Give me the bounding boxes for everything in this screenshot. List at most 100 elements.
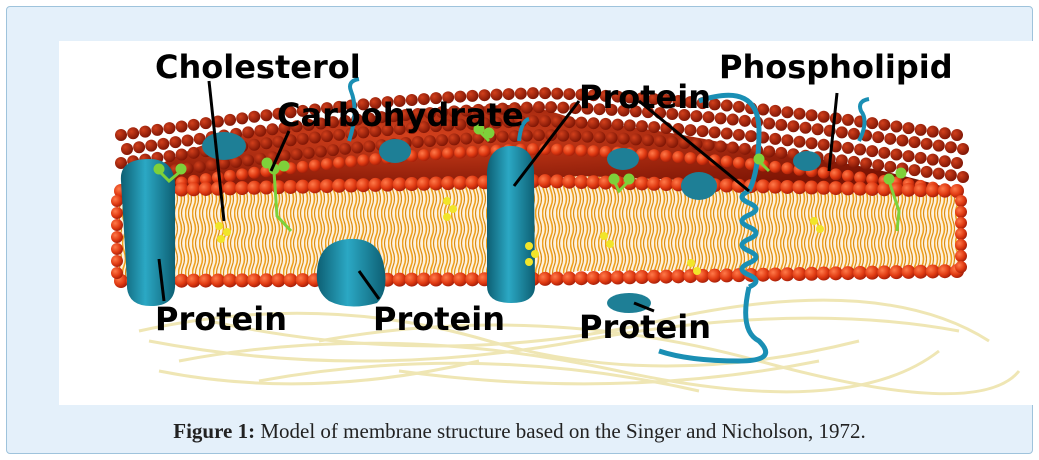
phospholipid-head: [187, 274, 201, 288]
phospholipid-head: [538, 174, 552, 188]
phospholipid-head: [259, 181, 273, 195]
phospholipid-head: [841, 266, 855, 280]
phospholipid-head: [630, 133, 642, 145]
phospholipid-head: [703, 139, 715, 151]
phospholipid-head: [211, 274, 225, 288]
phospholipid-head: [884, 161, 896, 173]
phospholipid-head: [805, 181, 819, 195]
phospholipid-head: [111, 267, 123, 279]
phospholipid-head: [562, 271, 576, 285]
phospholipid-head: [381, 178, 395, 192]
phospholipid-head: [648, 121, 660, 133]
phospholipid-head: [793, 108, 805, 120]
phospholipid-head: [654, 135, 666, 147]
phospholipid-head: [636, 120, 648, 132]
phospholipid-head: [211, 182, 225, 196]
label-protein-right: Protein: [579, 311, 711, 343]
phospholipid-head: [223, 273, 237, 287]
phospholipid-head: [745, 130, 757, 142]
phospholipid-head: [454, 147, 466, 159]
phospholipid-head: [242, 126, 254, 138]
phospholipid-head: [848, 156, 860, 168]
phospholipid-head: [356, 178, 370, 192]
caption-prefix: Figure 1:: [173, 419, 255, 443]
caption-text: Model of membrane structure based on the…: [255, 419, 866, 443]
phospholipid-head: [557, 102, 569, 114]
phospholipid-head: [865, 182, 879, 196]
phospholipid-head: [684, 124, 696, 136]
phospholipid-head: [896, 134, 908, 146]
phospholipid-head: [199, 182, 213, 196]
phospholipid-head: [708, 269, 722, 283]
phospholipid-head: [768, 180, 782, 194]
phospholipid-head: [909, 136, 921, 148]
phospholipid-head: [927, 126, 939, 138]
phospholipid-head: [465, 176, 479, 190]
phospholipid-head: [111, 207, 123, 219]
phospholipid-head: [581, 131, 593, 143]
phospholipid-head: [666, 136, 678, 148]
phospholipid-head: [781, 162, 793, 174]
phospholipid-head: [296, 180, 310, 194]
phospholipid-head: [939, 155, 951, 167]
phospholipid-head: [955, 250, 967, 262]
phospholipid-head: [533, 101, 545, 113]
phospholipid-head: [315, 145, 327, 157]
phospholipid-head: [721, 128, 733, 140]
phospholipid-head: [642, 134, 654, 146]
phospholipid-head: [951, 157, 963, 169]
phospholipid-head: [111, 255, 123, 267]
phospholipid-head: [550, 272, 564, 286]
phospholipid-head: [587, 175, 601, 189]
phospholipid-head: [418, 149, 430, 161]
phospholipid-head: [303, 147, 315, 159]
phospholipid-head: [938, 184, 952, 198]
phospholipid-head: [259, 273, 273, 287]
phospholipid-head: [842, 114, 854, 126]
phospholipid-head: [199, 274, 213, 288]
phospholipid-head: [903, 122, 915, 134]
phospholipid-head: [853, 266, 867, 280]
phospholipid-head: [430, 148, 442, 160]
label-phospholipid: Phospholipid: [719, 51, 953, 83]
phospholipid-head: [927, 154, 939, 166]
phospholipid-head: [914, 183, 928, 197]
label-carbohydrate: Carbohydrate: [277, 99, 524, 131]
phospholipid-head: [453, 176, 467, 190]
phospholipid-head: [466, 146, 478, 158]
phospholipid-head: [539, 115, 551, 127]
phospholipid-head: [872, 159, 884, 171]
phospholipid-head: [830, 168, 842, 180]
phospholipid-head: [320, 179, 334, 193]
phospholipid-head: [588, 117, 600, 129]
phospholipid-head: [926, 183, 940, 197]
phospholipid-head: [139, 126, 151, 138]
phospholipid-head: [247, 273, 261, 287]
phospholipid-head: [763, 145, 775, 157]
phospholipid-head: [739, 143, 751, 155]
phospholipid-head: [890, 148, 902, 160]
phospholipid-head: [618, 133, 630, 145]
phospholipid-head: [169, 136, 181, 148]
figure-caption: Figure 1: Model of membrane structure ba…: [7, 419, 1032, 444]
phospholipid-head: [889, 265, 903, 279]
phospholipid-head: [727, 114, 739, 126]
label-protein-center: Protein: [373, 303, 505, 335]
phospholipid-head: [200, 117, 212, 129]
phospholipid-head: [909, 164, 921, 176]
phospholipid-head: [903, 150, 915, 162]
phospholipid-head: [539, 87, 551, 99]
label-protein-top: Protein: [579, 81, 711, 113]
phospholipid-head: [817, 267, 831, 281]
phospholipid-head: [865, 266, 879, 280]
phospholipid-head: [223, 181, 237, 195]
phospholipid-head: [769, 133, 781, 145]
phospholipid-head: [236, 168, 248, 180]
phospholipid-head: [369, 153, 381, 165]
phospholipid-head: [945, 169, 957, 181]
phospholipid-head: [623, 270, 637, 284]
phospholipid-head: [727, 142, 739, 154]
phospholipid-head: [780, 267, 794, 281]
phospholipid-head: [321, 158, 333, 170]
phospholipid-head: [242, 154, 254, 166]
